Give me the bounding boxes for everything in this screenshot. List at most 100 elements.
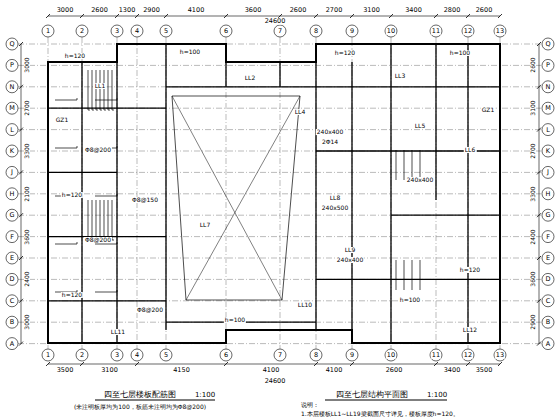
dimension-text: 2400 xyxy=(530,228,536,245)
dimension-text: 3000 xyxy=(24,314,30,331)
dimension-text: 1300 xyxy=(118,7,137,14)
axis-letter: E xyxy=(9,255,15,262)
dimension-text: 2600 xyxy=(475,7,494,14)
axis-letter: G xyxy=(8,212,15,219)
plan-annotation: Φ8@200 xyxy=(84,147,112,153)
plan-annotation: GZ1 xyxy=(55,117,70,123)
axis-letter: L xyxy=(545,126,551,133)
axis-letter: A xyxy=(545,340,551,347)
plan-annotation: h=120 xyxy=(61,292,83,298)
dimension-text: 2100 xyxy=(24,185,30,202)
dimension-text: 3300 xyxy=(24,142,30,159)
axis-letter: M xyxy=(544,105,552,112)
plan-annotation: 2Φ14 xyxy=(321,139,339,145)
axis-number: 9 xyxy=(349,352,355,359)
axis-number: 11 xyxy=(431,352,441,359)
plan-annotation: LL8 xyxy=(329,195,342,201)
dimension-text: 3100 xyxy=(530,100,536,117)
dimension-text: 3400 xyxy=(443,367,462,374)
plan-annotation: LL11 xyxy=(110,329,126,335)
axis-letter: G xyxy=(544,212,551,219)
axis-letter: C xyxy=(545,298,552,305)
plan-annotation: LL2 xyxy=(244,75,257,81)
dimension-text: 3500 xyxy=(475,367,494,374)
axis-number: 3 xyxy=(114,352,120,359)
axis-number: 13 xyxy=(495,28,505,35)
axis-number: 2 xyxy=(79,28,85,35)
plan-annotation: LL9 xyxy=(344,247,357,253)
plan-annotation: h=120 xyxy=(61,192,83,198)
axis-number: 1 xyxy=(45,28,51,35)
axis-letter: P xyxy=(545,62,551,69)
dimension-text: 2600 xyxy=(289,7,308,14)
axis-letter: B xyxy=(9,319,15,326)
drawing-title: 四至七层楼板配筋图 xyxy=(103,391,177,399)
axis-number: 2 xyxy=(79,352,85,359)
axis-letter: E xyxy=(545,255,551,262)
drawing-note: 1.本层楼板LL1~LL19梁截面尺寸详见，楼板厚度h=120。 xyxy=(300,411,460,417)
drawing-scale: 1:100 xyxy=(426,392,448,399)
dimension-text: 3600 xyxy=(244,7,263,14)
axis-letter: J xyxy=(546,169,550,176)
axis-letter: L xyxy=(9,126,15,133)
axis-number: 11 xyxy=(431,28,441,35)
plan-annotation: LL5 xyxy=(414,123,427,129)
dimension-text: 2900 xyxy=(142,7,161,14)
dimension-text: 3100 xyxy=(100,367,119,374)
axis-letter: B xyxy=(545,319,551,326)
axis-number: 7 xyxy=(277,352,283,359)
axis-number: 6 xyxy=(223,28,229,35)
plan-annotation: Φ8@200 xyxy=(84,237,112,243)
dimension-text: 3000 xyxy=(24,57,30,74)
axis-number: 6 xyxy=(223,352,229,359)
axis-letter: A xyxy=(9,340,15,347)
plan-annotation: LL6 xyxy=(464,147,477,153)
plan-annotation: LL3 xyxy=(394,73,407,79)
plan-annotation: h=120 xyxy=(459,267,481,273)
axis-number: 8 xyxy=(313,28,319,35)
dimension-text: 2600 xyxy=(530,57,536,74)
axis-letter: C xyxy=(9,298,16,305)
axis-letter: N xyxy=(9,84,16,91)
dimension-text: 3100 xyxy=(362,7,381,14)
note-heading: 说明： xyxy=(300,402,320,408)
axis-number: 9 xyxy=(349,28,355,35)
dimension-text: 4100 xyxy=(325,367,344,374)
plan-annotation: h=120 xyxy=(64,53,86,59)
dimension-text: 2700 xyxy=(325,7,344,14)
axis-letter: N xyxy=(545,84,552,91)
plan-annotation: LL12 xyxy=(462,327,478,333)
axis-number: 8 xyxy=(313,352,319,359)
axis-number: 5 xyxy=(163,352,169,359)
axis-letter: D xyxy=(544,276,551,283)
axis-letter: K xyxy=(9,148,15,155)
plan-annotation: LL4 xyxy=(294,109,307,115)
axis-letter: F xyxy=(9,233,15,240)
drawing-scale: 1:100 xyxy=(194,392,216,399)
axis-number: 1 xyxy=(45,352,51,359)
plan-annotation: h=100 xyxy=(399,297,421,303)
axis-number: 13 xyxy=(495,352,505,359)
dimension-text: 3600 xyxy=(24,228,30,245)
plan-annotation: h=100 xyxy=(224,317,246,323)
plan-annotation: h=100 xyxy=(449,50,471,56)
dimension-text: 3300 xyxy=(530,185,536,202)
axis-letter: H xyxy=(9,191,16,198)
axis-letter: Q xyxy=(544,41,551,48)
total-dimension: 24600 xyxy=(264,378,287,385)
plan-lines xyxy=(6,14,554,400)
dimension-text: 3600 xyxy=(530,271,536,288)
plan-annotation: LL1 xyxy=(94,83,107,89)
axis-number: 3 xyxy=(114,28,120,35)
axis-letter: D xyxy=(8,276,15,283)
plan-annotation: 240x400 xyxy=(336,257,364,263)
plan-annotation: Φ8@150 xyxy=(131,197,159,203)
axis-letter: F xyxy=(545,233,551,240)
dimension-text: 2700 xyxy=(530,142,536,159)
dimension-text: 2600 xyxy=(90,7,109,14)
axis-number: 5 xyxy=(163,28,169,35)
plan-annotation: 240x400 xyxy=(406,177,434,183)
axis-number: 12 xyxy=(463,28,473,35)
axis-letter: H xyxy=(545,191,552,198)
